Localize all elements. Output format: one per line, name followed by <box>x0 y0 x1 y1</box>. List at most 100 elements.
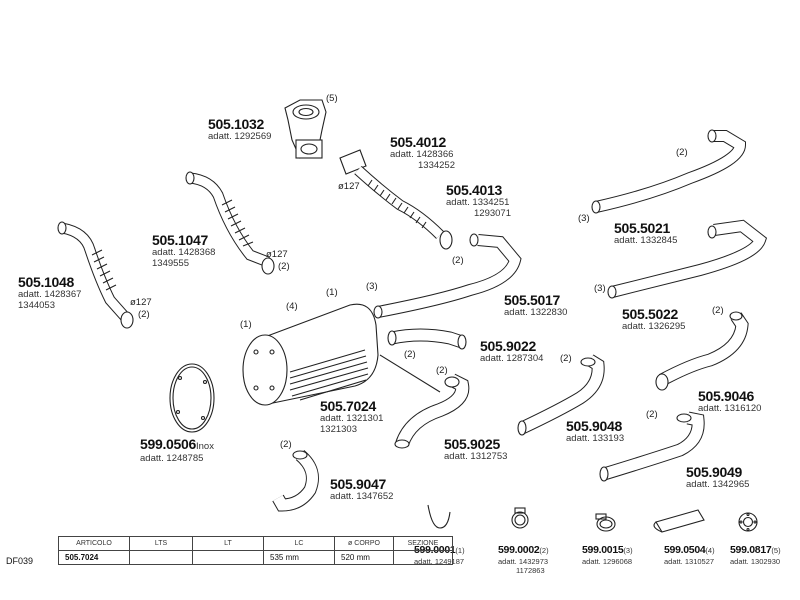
callout-1: (1) <box>240 319 252 330</box>
adatt-ref: adatt. 1287304 <box>480 353 544 365</box>
flex-pipe-505-1048 <box>57 221 134 329</box>
gasket-599-0817 <box>738 512 758 532</box>
quantity: (2) <box>539 546 549 555</box>
label-505-1048: 505.1048 adatt. 1428367 1344053 <box>18 274 81 312</box>
diameter-note: ø127 <box>130 297 152 308</box>
callout-2: (2) <box>560 353 572 364</box>
pipe-505-5022 <box>607 219 768 299</box>
callout-2: (2) <box>646 409 658 420</box>
callout-2: (2) <box>676 147 688 158</box>
quantity: (1) <box>455 546 465 555</box>
label-505-1032: 505.1032 adatt. 1292569 <box>208 116 271 143</box>
callout-2: (2) <box>436 365 448 376</box>
part-number: 505.5022 <box>622 306 678 322</box>
quantity: (4) <box>705 546 715 555</box>
callout-3: (3) <box>594 283 606 294</box>
callout-2: (2) <box>404 349 416 360</box>
flange-elbow-505-1032 <box>284 99 327 159</box>
label-505-5021: 505.5021 adatt. 1332845 <box>614 220 677 247</box>
callout-2: (2) <box>280 439 292 450</box>
adatt-ref: adatt. 1347652 <box>330 491 394 503</box>
adatt-ref: adatt. 1248785 <box>140 453 204 465</box>
col-header: LT <box>192 536 264 551</box>
adatt-ref: adatt. 1310527 <box>664 557 715 567</box>
pipe-505-9049 <box>599 411 705 482</box>
col-header: LC <box>263 536 335 551</box>
callout-3: (3) <box>578 213 590 224</box>
label-505-9047: 505.9047 adatt. 1347652 <box>330 476 393 503</box>
cell <box>192 550 264 565</box>
cell: 535 mm <box>263 550 335 565</box>
adatt-ref-2: 1321303 <box>320 424 357 436</box>
gasket-599-0506 <box>169 363 215 433</box>
pipe-505-5017 <box>373 233 522 319</box>
callout-5: (5) <box>326 93 338 104</box>
pipe-505-9046 <box>655 311 749 391</box>
label-599-0817: 599.0817(5) adatt. 1302930 <box>730 540 781 567</box>
label-599-0015: 599.0015(3) adatt. 1296068 <box>582 540 633 567</box>
sleeve-599-0504 <box>653 509 705 533</box>
cell: 520 mm <box>334 550 394 565</box>
part-number: 599.0002 <box>498 544 540 556</box>
clamp-599-0002 <box>511 507 529 529</box>
quantity: (5) <box>771 546 781 555</box>
label-599-0504: 599.0504(4) adatt. 1310527 <box>664 540 715 567</box>
label-505-7024: 505.7024 adatt. 1321301 1321303 <box>320 398 383 436</box>
callout-1: (1) <box>326 287 338 298</box>
part-number: 505.1047 <box>152 232 208 248</box>
callout-2: (2) <box>712 305 724 316</box>
adatt-ref: adatt. 1342965 <box>686 479 750 491</box>
col-header: SEZIONE <box>393 536 453 551</box>
adatt-ref: adatt. 1332845 <box>614 235 678 247</box>
part-number: 599.0015 <box>582 544 624 556</box>
part-number: 505.4013 <box>446 182 502 198</box>
part-number: 505.5021 <box>614 220 670 236</box>
label-505-1047: 505.1047 adatt. 1428368 1349555 <box>152 232 215 270</box>
pipe-505-5021 <box>591 129 747 214</box>
label-505-9046: 505.9046 adatt. 1316120 <box>698 388 761 415</box>
part-number: 505.9049 <box>686 464 742 480</box>
adatt-ref-2: 1344053 <box>18 300 55 312</box>
adatt-ref: adatt. 1302930 <box>730 557 781 567</box>
part-number: 599.0817 <box>730 544 772 556</box>
adatt-ref: adatt. 133193 <box>566 433 625 445</box>
flex-pipe-505-4012 <box>339 149 453 250</box>
part-number: 505.9048 <box>566 418 622 434</box>
adatt-ref: adatt. 1321301 <box>320 413 384 425</box>
muffler-505-7024 <box>242 303 441 406</box>
callout-2: (2) <box>278 261 290 272</box>
clamp-599-0015 <box>595 513 616 532</box>
adatt-ref: adatt. 1432973 <box>498 557 549 567</box>
label-505-9048: 505.9048 adatt. 133193 <box>566 418 624 445</box>
label-599-0002: 599.0002(2) adatt. 1432973 1172863 <box>498 540 549 576</box>
material-suffix: Inox <box>196 441 214 452</box>
diagram-code: DF039 <box>6 556 34 566</box>
clip-599-0001 <box>427 504 451 529</box>
label-505-5022: 505.5022 adatt. 1326295 <box>622 306 685 333</box>
adatt-ref: adatt. 1292569 <box>208 131 272 143</box>
pipe-505-9022 <box>387 328 467 350</box>
part-number: 505.9047 <box>330 476 386 492</box>
spec-header-row: ARTICOLO LTS LT LC ø CORPO SEZIONE <box>58 536 453 551</box>
spec-table: ARTICOLO LTS LT LC ø CORPO SEZIONE 505.7… <box>58 536 453 565</box>
adatt-ref: adatt. 1316120 <box>698 403 762 415</box>
col-header: ø CORPO <box>334 536 394 551</box>
diameter-note: ø127 <box>338 181 360 192</box>
part-number: 599.0504 <box>664 544 706 556</box>
callout-2: (2) <box>452 255 464 266</box>
part-number: 505.9046 <box>698 388 754 404</box>
label-599-0506: 599.0506Inox adatt. 1248785 <box>140 436 214 465</box>
adatt-ref: adatt. 1312753 <box>444 451 508 463</box>
adatt-ref: adatt. 1322830 <box>504 307 568 319</box>
flex-pipe-505-1047 <box>185 171 275 275</box>
part-number: 599.0506 <box>140 436 196 452</box>
quantity: (3) <box>623 546 633 555</box>
cell <box>129 550 193 565</box>
adatt-ref: adatt. 1296068 <box>582 557 633 567</box>
part-number: 505.5017 <box>504 292 560 308</box>
callout-3: (3) <box>366 281 378 292</box>
label-505-4013: 505.4013 adatt. 1334251 1293071 <box>446 182 511 220</box>
spec-row: 505.7024 535 mm 520 mm <box>58 550 453 565</box>
